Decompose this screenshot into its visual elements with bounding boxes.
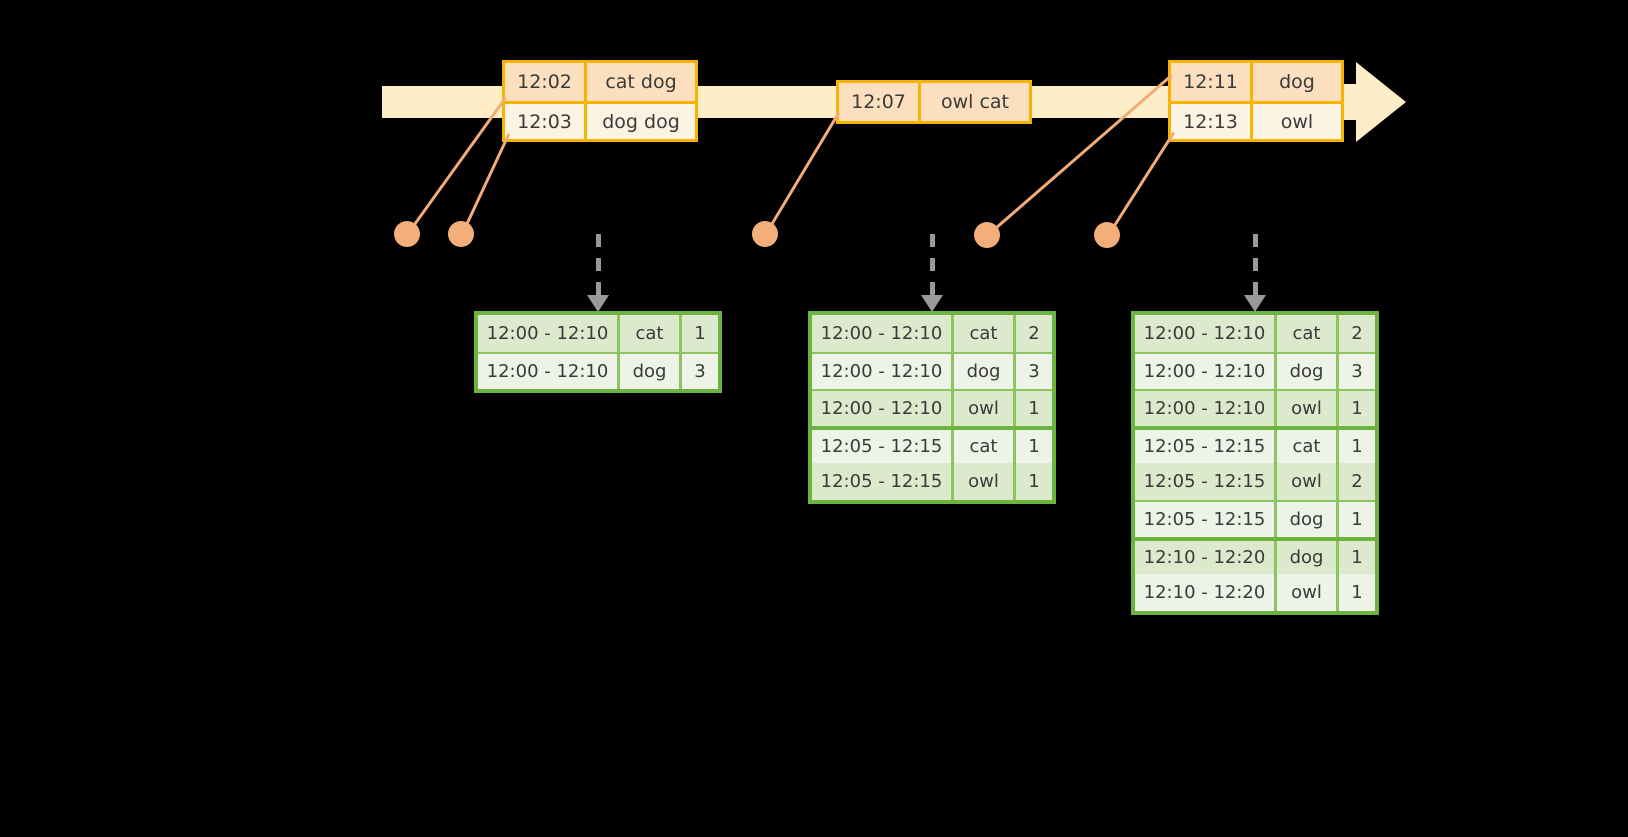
cell-window: 12:10 - 12:20 bbox=[1135, 541, 1277, 574]
table-row[interactable]: 12:00 - 12:10 dog 3 bbox=[812, 352, 1052, 389]
cell-key: cat bbox=[954, 430, 1016, 463]
table-row[interactable]: 12:05 - 12:15 owl 2 bbox=[1135, 463, 1375, 500]
event-group-a[interactable]: 12:02 cat dog 12:03 dog dog bbox=[502, 60, 698, 142]
result-table-1[interactable]: 12:00 - 12:10 cat 1 12:00 - 12:10 dog 3 bbox=[474, 311, 722, 393]
cell-window: 12:00 - 12:10 bbox=[812, 315, 954, 352]
flow-arrow-down-icon bbox=[1244, 234, 1266, 312]
event-value: cat dog bbox=[587, 63, 695, 101]
cell-key: owl bbox=[1277, 391, 1339, 426]
cell-key: dog bbox=[954, 354, 1016, 389]
cell-count: 1 bbox=[682, 315, 718, 352]
event-row[interactable]: 12:07 owl cat bbox=[839, 83, 1029, 121]
cell-key: dog bbox=[1277, 354, 1339, 389]
cell-count: 2 bbox=[1339, 315, 1375, 352]
event-value: owl bbox=[1253, 104, 1341, 139]
cell-count: 3 bbox=[682, 354, 718, 389]
cell-key: owl bbox=[954, 391, 1016, 426]
table-row[interactable]: 12:10 - 12:20 dog 1 bbox=[1135, 537, 1375, 574]
table-row[interactable]: 12:10 - 12:20 owl 1 bbox=[1135, 574, 1375, 611]
cell-key: owl bbox=[1277, 463, 1339, 500]
connector-dot-4 bbox=[974, 222, 1000, 248]
cell-key: dog bbox=[1277, 502, 1339, 537]
cell-window: 12:05 - 12:15 bbox=[1135, 430, 1277, 463]
event-row[interactable]: 12:11 dog bbox=[1171, 63, 1341, 101]
cell-window: 12:00 - 12:10 bbox=[1135, 354, 1277, 389]
event-group-b[interactable]: 12:07 owl cat bbox=[836, 80, 1032, 124]
flow-arrow-down-icon bbox=[921, 234, 943, 312]
cell-count: 1 bbox=[1339, 391, 1375, 426]
cell-window: 12:00 - 12:10 bbox=[812, 354, 954, 389]
cell-window: 12:00 - 12:10 bbox=[1135, 391, 1277, 426]
table-row[interactable]: 12:00 - 12:10 cat 1 bbox=[478, 315, 718, 352]
table-row[interactable]: 12:05 - 12:15 cat 1 bbox=[812, 426, 1052, 463]
cell-key: owl bbox=[954, 463, 1016, 500]
connector-dot-2 bbox=[448, 221, 474, 247]
cell-count: 2 bbox=[1339, 463, 1375, 500]
table-row[interactable]: 12:05 - 12:15 dog 1 bbox=[1135, 500, 1375, 537]
event-time: 12:02 bbox=[505, 63, 587, 101]
table-row[interactable]: 12:00 - 12:10 cat 2 bbox=[812, 315, 1052, 352]
flow-arrow-down-icon bbox=[587, 234, 609, 312]
cell-count: 1 bbox=[1339, 574, 1375, 611]
cell-key: cat bbox=[620, 315, 682, 352]
table-row[interactable]: 12:05 - 12:15 owl 1 bbox=[812, 463, 1052, 500]
connector-dot-5 bbox=[1094, 222, 1120, 248]
cell-count: 1 bbox=[1339, 430, 1375, 463]
connector-line bbox=[1108, 131, 1176, 235]
cell-key: cat bbox=[954, 315, 1016, 352]
cell-window: 12:00 - 12:10 bbox=[478, 354, 620, 389]
cell-count: 1 bbox=[1339, 502, 1375, 537]
cell-window: 12:00 - 12:10 bbox=[1135, 315, 1277, 352]
table-row[interactable]: 12:00 - 12:10 owl 1 bbox=[1135, 389, 1375, 426]
event-time: 12:11 bbox=[1171, 63, 1253, 101]
table-row[interactable]: 12:00 - 12:10 cat 2 bbox=[1135, 315, 1375, 352]
cell-count: 1 bbox=[1339, 541, 1375, 574]
connector-dot-1 bbox=[394, 221, 420, 247]
event-time: 12:03 bbox=[505, 104, 587, 139]
cell-count: 2 bbox=[1016, 315, 1052, 352]
cell-count: 1 bbox=[1016, 463, 1052, 500]
result-table-2[interactable]: 12:00 - 12:10 cat 2 12:00 - 12:10 dog 3 … bbox=[808, 311, 1056, 504]
cell-window: 12:05 - 12:15 bbox=[812, 463, 954, 500]
event-group-c[interactable]: 12:11 dog 12:13 owl bbox=[1168, 60, 1344, 142]
connector-line bbox=[766, 111, 841, 233]
cell-key: owl bbox=[1277, 574, 1339, 611]
cell-window: 12:00 - 12:10 bbox=[812, 391, 954, 426]
timeline-arrow-icon bbox=[1356, 62, 1406, 142]
table-row[interactable]: 12:05 - 12:15 cat 1 bbox=[1135, 426, 1375, 463]
cell-key: dog bbox=[1277, 541, 1339, 574]
event-value: dog dog bbox=[587, 104, 695, 139]
cell-key: cat bbox=[1277, 430, 1339, 463]
event-value: dog bbox=[1253, 63, 1341, 101]
table-row[interactable]: 12:00 - 12:10 dog 3 bbox=[1135, 352, 1375, 389]
table-row[interactable]: 12:00 - 12:10 owl 1 bbox=[812, 389, 1052, 426]
cell-window: 12:10 - 12:20 bbox=[1135, 574, 1277, 611]
event-time: 12:13 bbox=[1171, 104, 1253, 139]
cell-count: 3 bbox=[1339, 354, 1375, 389]
table-row[interactable]: 12:00 - 12:10 dog 3 bbox=[478, 352, 718, 389]
cell-key: cat bbox=[1277, 315, 1339, 352]
connector-dot-3 bbox=[752, 221, 778, 247]
cell-count: 3 bbox=[1016, 354, 1052, 389]
event-value: owl cat bbox=[921, 83, 1029, 121]
event-row[interactable]: 12:03 dog dog bbox=[505, 101, 695, 139]
cell-window: 12:00 - 12:10 bbox=[478, 315, 620, 352]
cell-window: 12:05 - 12:15 bbox=[812, 430, 954, 463]
cell-window: 12:05 - 12:15 bbox=[1135, 502, 1277, 537]
event-row[interactable]: 12:02 cat dog bbox=[505, 63, 695, 101]
cell-window: 12:05 - 12:15 bbox=[1135, 463, 1277, 500]
cell-count: 1 bbox=[1016, 430, 1052, 463]
event-time: 12:07 bbox=[839, 83, 921, 121]
cell-count: 1 bbox=[1016, 391, 1052, 426]
cell-key: dog bbox=[620, 354, 682, 389]
result-table-3[interactable]: 12:00 - 12:10 cat 2 12:00 - 12:10 dog 3 … bbox=[1131, 311, 1379, 615]
event-row[interactable]: 12:13 owl bbox=[1171, 101, 1341, 139]
